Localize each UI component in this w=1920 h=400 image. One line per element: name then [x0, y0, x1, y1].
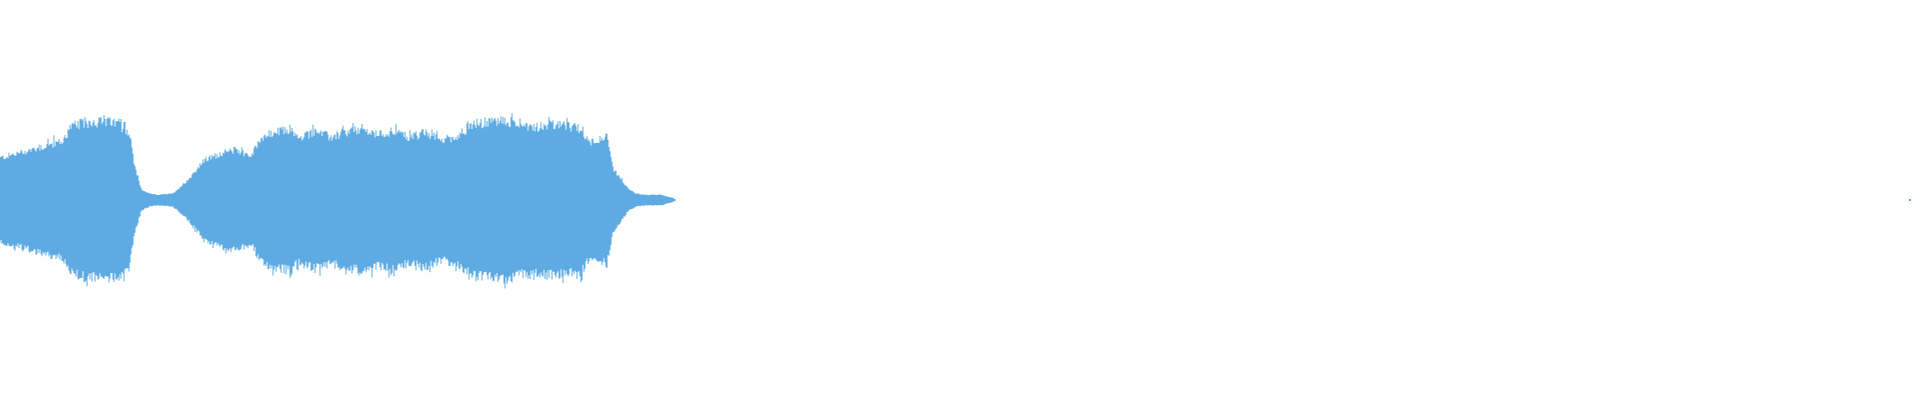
waveform-peaks [0, 113, 676, 289]
waveform-tail-marker [1909, 199, 1911, 201]
